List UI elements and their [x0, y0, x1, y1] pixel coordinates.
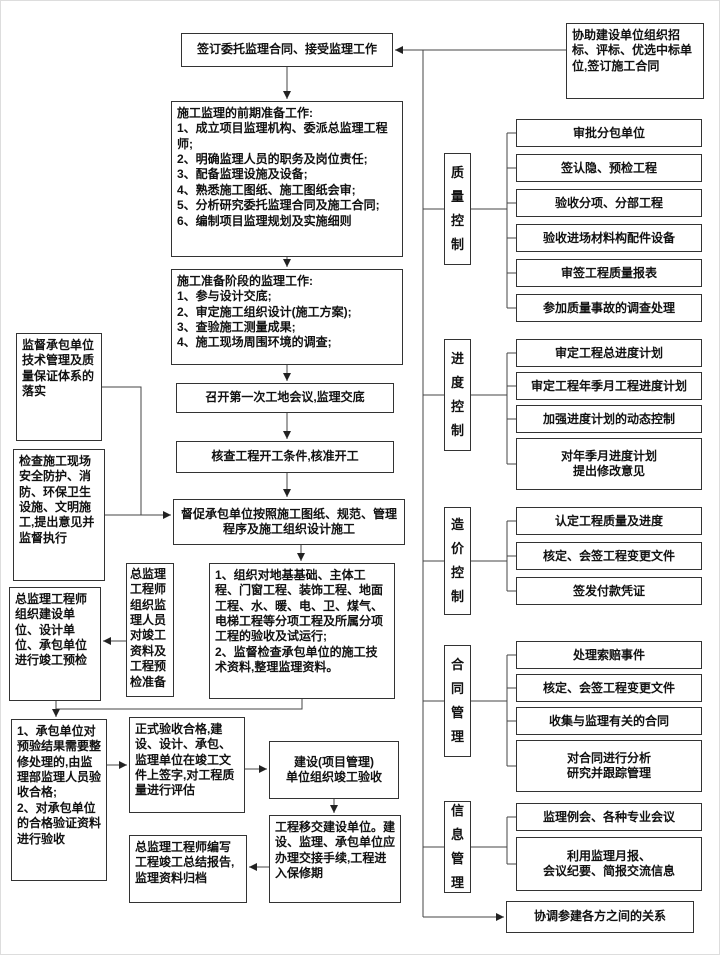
node-early-preparation: 施工监理的前期准备工作: 1、成立项目监理机构、委派总监理工程师; 2、明确监理… — [171, 101, 403, 257]
category-schedule-control-label: 进度控制 — [450, 351, 464, 438]
node-pre-acceptance: 总监理工程师组织建设单位、设计单位、承包单位进行竣工预检 — [9, 587, 101, 701]
node-final-report-archive: 总监理工程师编写工程竣工总结报告,监理资料归档 — [129, 835, 247, 903]
quality-item: 签认隐、预检工程 — [516, 154, 702, 182]
contract-item: 对合同进行分析 研究并跟踪管理 — [516, 740, 702, 792]
category-quality-control-label: 质量控制 — [450, 165, 464, 252]
quality-item: 审批分包单位 — [516, 119, 702, 147]
node-repair-verification: 1、承包单位对预验结果需要整修处理的,由监理部监理人员验收合格; 2、对承包单位… — [11, 719, 107, 881]
quality-item: 审签工程质量报表 — [516, 259, 702, 287]
quality-item: 验收进场材料构配件设备 — [516, 224, 702, 252]
category-information-management-label: 信息管理 — [450, 803, 464, 890]
node-qa-system-supervision: 监督承包单位技术管理及质量保证体系的落实 — [16, 333, 102, 441]
node-site-safety-check: 检查施工现场安全防护、消防、环保卫生设施、文明施工,提出意见并监督执行 — [13, 449, 105, 581]
contract-item: 处理索赔事件 — [516, 641, 702, 669]
node-acceptance-items: 1、组织对地基基础、主体工程、门窗工程、装饰工程、地面工程、水、暖、电、卫、煤气… — [209, 563, 395, 699]
info-item: 利用监理月报、 会议纪要、简报交流信息 — [516, 837, 702, 891]
cost-item: 核定、会签工程变更文件 — [516, 542, 702, 570]
node-coordinate-parties: 协调参建各方之间的关系 — [506, 901, 694, 933]
node-owner-acceptance: 建设(项目管理) 单位组织竣工验收 — [269, 741, 399, 799]
category-contract-management-label: 合同管理 — [450, 657, 464, 744]
quality-item: 验收分项、分部工程 — [516, 189, 702, 217]
contract-item: 核定、会签工程变更文件 — [516, 674, 702, 702]
schedule-item: 加强进度计划的动态控制 — [516, 405, 702, 433]
category-cost-control-label: 造价控制 — [450, 517, 464, 604]
node-check-commencement: 核查工程开工条件,核准开工 — [176, 441, 394, 473]
category-information-management: 信息管理 — [444, 801, 471, 893]
node-first-site-meeting: 召开第一次工地会议,监理交底 — [176, 383, 394, 413]
schedule-item: 审定工程年季月工程进度计划 — [516, 372, 702, 400]
schedule-item: 对年季月进度计划 提出修改意见 — [516, 438, 702, 490]
node-sign-contract: 签订委托监理合同、接受监理工作 — [181, 33, 393, 67]
info-item: 监理例会、各种专业会议 — [516, 803, 702, 831]
quality-item: 参加质量事故的调查处理 — [516, 294, 702, 322]
node-construction-preparation: 施工准备阶段的监理工作: 1、参与设计交底; 2、审定施工组织设计(施工方案);… — [171, 269, 403, 365]
node-assist-bidding: 协助建设单位组织招标、评标、优选中标单位,签订施工合同 — [566, 23, 704, 99]
category-quality-control: 质量控制 — [444, 153, 471, 265]
schedule-item: 审定工程总进度计划 — [516, 339, 702, 367]
node-precheck-preparation: 总监理工程师组织监理人员对竣工资料及工程预检准备 — [126, 563, 174, 697]
category-contract-management: 合同管理 — [444, 645, 471, 757]
category-cost-control: 造价控制 — [444, 507, 471, 615]
cost-item: 认定工程质量及进度 — [516, 507, 702, 535]
contract-item: 收集与监理有关的合同 — [516, 707, 702, 735]
node-formal-acceptance: 正式验收合格,建设、设计、承包、监理单位在竣工文件上签字,对工程质量进行评估 — [129, 717, 245, 813]
node-supervise-construction: 督促承包单位按照施工图纸、规范、管理程序及施工组织设计施工 — [173, 499, 405, 545]
category-schedule-control: 进度控制 — [444, 339, 471, 451]
node-handover-warranty: 工程移交建设单位。建设、监理、承包单位应办理交接手续,工程进入保修期 — [269, 815, 401, 903]
cost-item: 签发付款凭证 — [516, 577, 702, 605]
